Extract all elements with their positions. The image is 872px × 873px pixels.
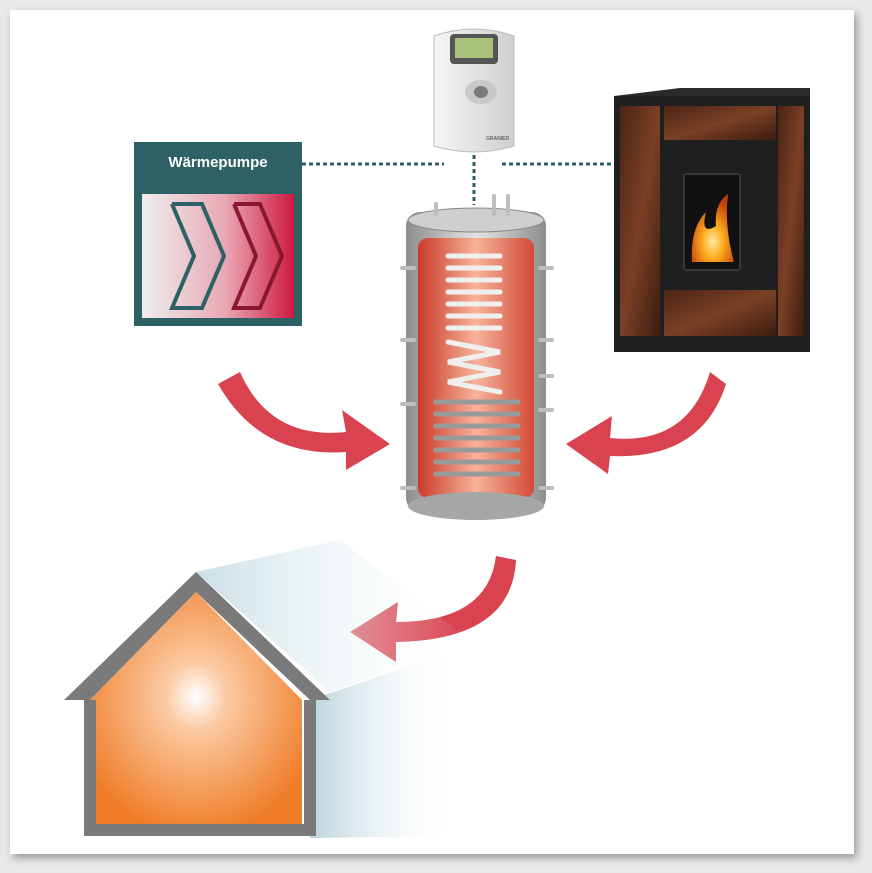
house-icon <box>64 540 470 838</box>
heat-pump-panel: Wärmepumpe <box>134 142 302 326</box>
arrow-heatpump-to-tank <box>218 372 390 470</box>
connection-lines <box>302 155 614 205</box>
heat-exchanger-chevron-icon <box>142 194 294 318</box>
heat-pump-label: Wärmepumpe <box>134 154 302 171</box>
controller-icon: GRANIER <box>434 29 514 152</box>
pellet-stove-icon <box>614 88 810 352</box>
storage-tank-icon <box>402 196 552 520</box>
heat-pump-inner <box>142 194 294 318</box>
arrow-stove-to-tank <box>566 372 726 474</box>
svg-text:GRANIER: GRANIER <box>486 136 509 142</box>
